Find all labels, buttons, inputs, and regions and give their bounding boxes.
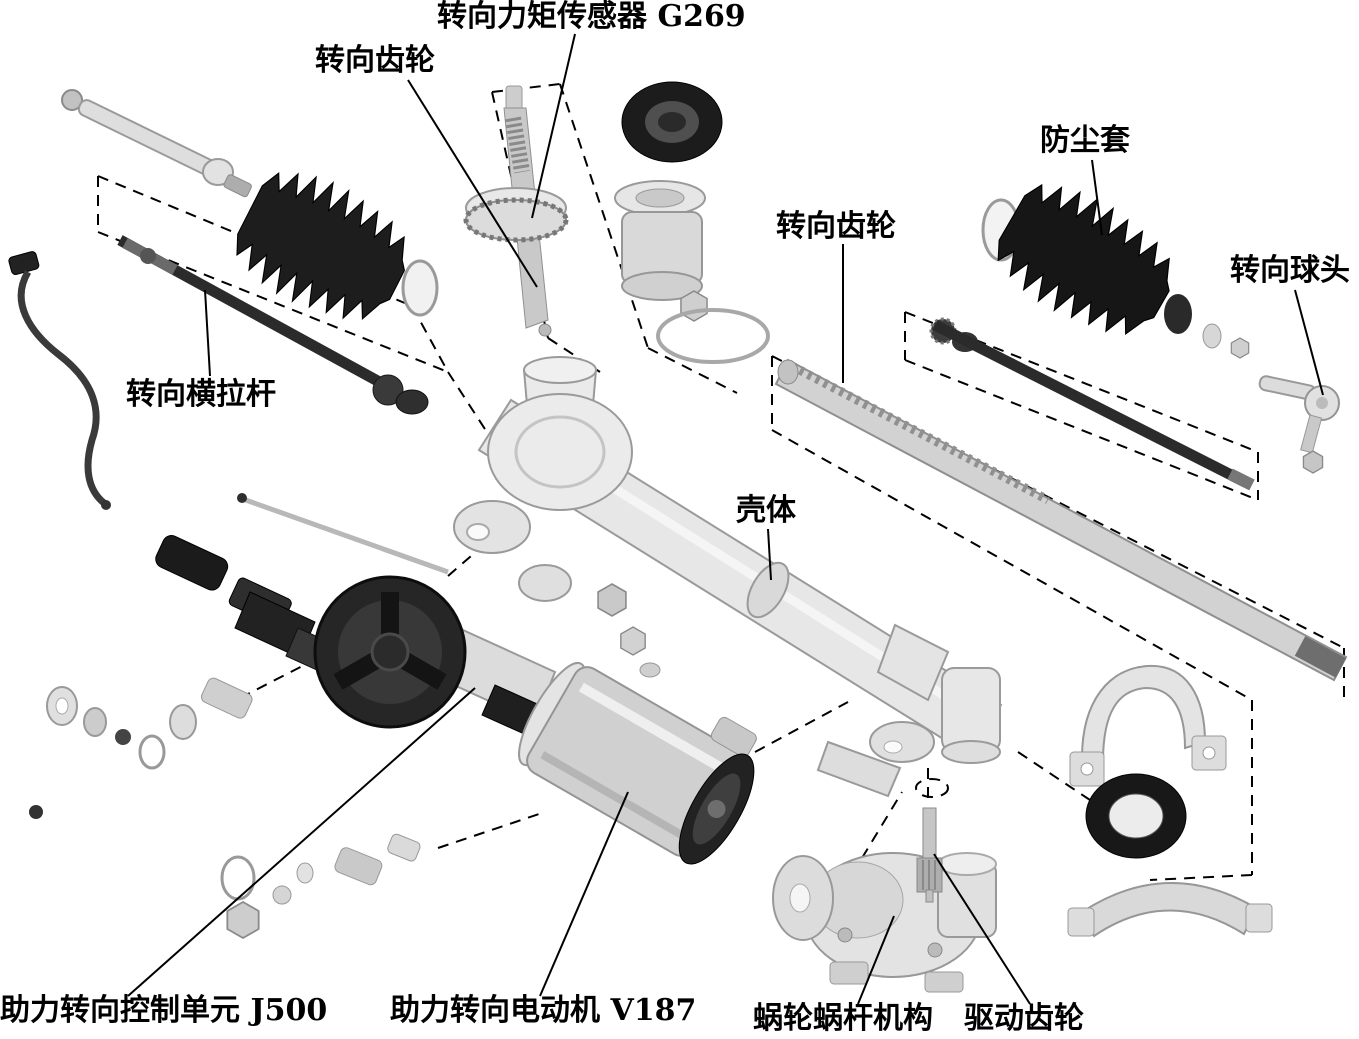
worm-gearbox-part: [772, 852, 997, 993]
fasteners-center-parts: [598, 584, 661, 678]
rubber-bushing-part: [1085, 773, 1187, 859]
clamp-strap-lower-part: [1067, 882, 1273, 938]
o-ring-large-part: [656, 308, 770, 364]
label-motor: 助力转向电动机 V187: [390, 993, 697, 1028]
label-drive-gear: 驱动齿轮: [964, 1001, 1084, 1036]
label-steering-gear-mid: 转向齿轮: [776, 209, 896, 244]
drive-pinion-part: [916, 807, 943, 903]
label-tie-rod-end: 转向球头: [1230, 253, 1350, 288]
dust-boot-left-part: [221, 154, 439, 341]
label-control-unit: 助力转向控制单元 J500: [0, 993, 328, 1028]
label-housing: 壳体: [736, 493, 796, 528]
tie-rod-end-left-part: [61, 89, 252, 198]
inner-tie-rod-right-part: [929, 317, 1255, 491]
housing-part: [453, 356, 1003, 798]
inner-tie-rod-left-part: [117, 235, 429, 415]
motor-part: [518, 661, 757, 865]
pinion-shaft-part: [463, 85, 569, 337]
rack-bar-part: [774, 358, 1348, 682]
label-worm-gear: 蜗轮蜗杆机构: [753, 1001, 933, 1036]
label-dust-boot: 防尘套: [1040, 123, 1130, 158]
label-leader-lines: [127, 33, 1324, 1005]
wiring-harness-part: [8, 251, 111, 510]
rubber-mount-part: [621, 81, 723, 163]
label-torque-sensor: 转向力矩传感器 G269: [437, 0, 746, 34]
tie-rod-end-right-part: [1258, 375, 1340, 473]
bearing-mount-part: [614, 180, 707, 321]
label-steering-gear-top: 转向齿轮: [315, 43, 435, 78]
control-unit-part: [234, 575, 557, 743]
small-parts-cluster: [29, 677, 421, 938]
clamp-bracket-upper-part: [1069, 664, 1227, 787]
dust-boot-right-part: [981, 166, 1249, 358]
torsion-bar-part: [237, 493, 449, 575]
label-tie-rod: 转向横拉杆: [126, 377, 276, 412]
